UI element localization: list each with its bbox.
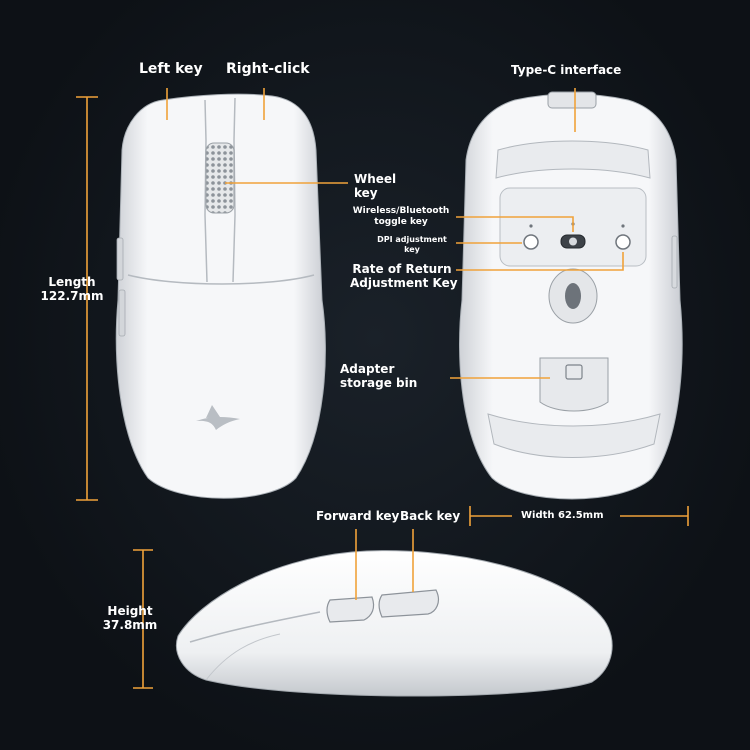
height-label-line1: Height (107, 604, 153, 618)
wheel-key-label-line2: key (354, 186, 378, 201)
wheel-key-label: Wheel key (354, 172, 396, 201)
rate-pointer (456, 252, 624, 271)
side-front-curve (205, 633, 281, 681)
adapter-storage-label-line1: Adapter (340, 362, 395, 376)
side-view-body (176, 550, 613, 697)
side-view-mouse (176, 550, 613, 697)
bottom-view-side-button (671, 235, 678, 289)
adapter-storage-label: Adapter storage bin (340, 362, 417, 391)
top-side-button-2 (118, 289, 126, 337)
length-label-line1: Length (48, 275, 96, 289)
bottom-view-mouse (459, 91, 683, 500)
wireless-toggle-label: Wireless/Bluetooth toggle key (350, 206, 452, 228)
height-label-line2: 37.8mm (102, 618, 158, 633)
forward-key-label: Forward key (316, 509, 400, 523)
rate-of-return-label-line2: Adjustment Key (350, 276, 458, 291)
height-label: Height 37.8mm (92, 604, 168, 633)
left-key-label: Left key (139, 61, 203, 77)
top-view-body (115, 93, 326, 499)
rate-of-return-label: Rate of Return Adjustment Key (350, 262, 458, 291)
type-c-port (547, 91, 597, 109)
top-side-button-1 (116, 237, 124, 281)
scroll-wheel (205, 142, 235, 214)
top-view-mouse (115, 93, 326, 499)
rate-of-return-label-line1: Rate of Return (352, 262, 452, 276)
length-label-line2: 122.7mm (40, 289, 104, 304)
back-key-label: Back key (400, 509, 461, 523)
right-click-label: Right-click (226, 61, 310, 77)
dpi-button (523, 234, 539, 250)
length-label: Length 122.7mm (37, 275, 107, 304)
type-c-label: Type-C interface (511, 63, 622, 77)
sensor-lens (565, 283, 581, 309)
wireless-toggle-label-line2: toggle key (374, 216, 428, 227)
shark-logo (196, 405, 240, 430)
dpi-adjustment-label-line1: DPI adjustment (377, 235, 447, 244)
back-key-button (378, 589, 440, 618)
wireless-toggle-label-line1: Wireless/Bluetooth (352, 206, 450, 216)
indicator-dot-1 (529, 224, 533, 228)
bottom-skate-feet (487, 413, 661, 458)
dpi-adjustment-label: DPI adjustment key (372, 235, 452, 254)
wireless-toggle-knob (569, 237, 577, 246)
dpi-adjustment-label-line2: key (404, 244, 420, 254)
adapter-bin (539, 357, 609, 412)
rate-button (615, 234, 631, 250)
wireless-pointer (456, 216, 574, 232)
adapter-icon (565, 364, 583, 380)
indicator-dot-3 (621, 224, 625, 228)
callout-lines (76, 88, 689, 689)
top-skate-feet (495, 140, 651, 179)
width-label: Width 62.5mm (521, 510, 604, 521)
wheel-key-label-line1: Wheel (354, 172, 397, 186)
forward-key-button (326, 596, 375, 623)
button-bottom-seam (127, 274, 315, 285)
side-seam-line (189, 611, 321, 643)
adapter-storage-label-line2: storage bin (340, 376, 418, 391)
